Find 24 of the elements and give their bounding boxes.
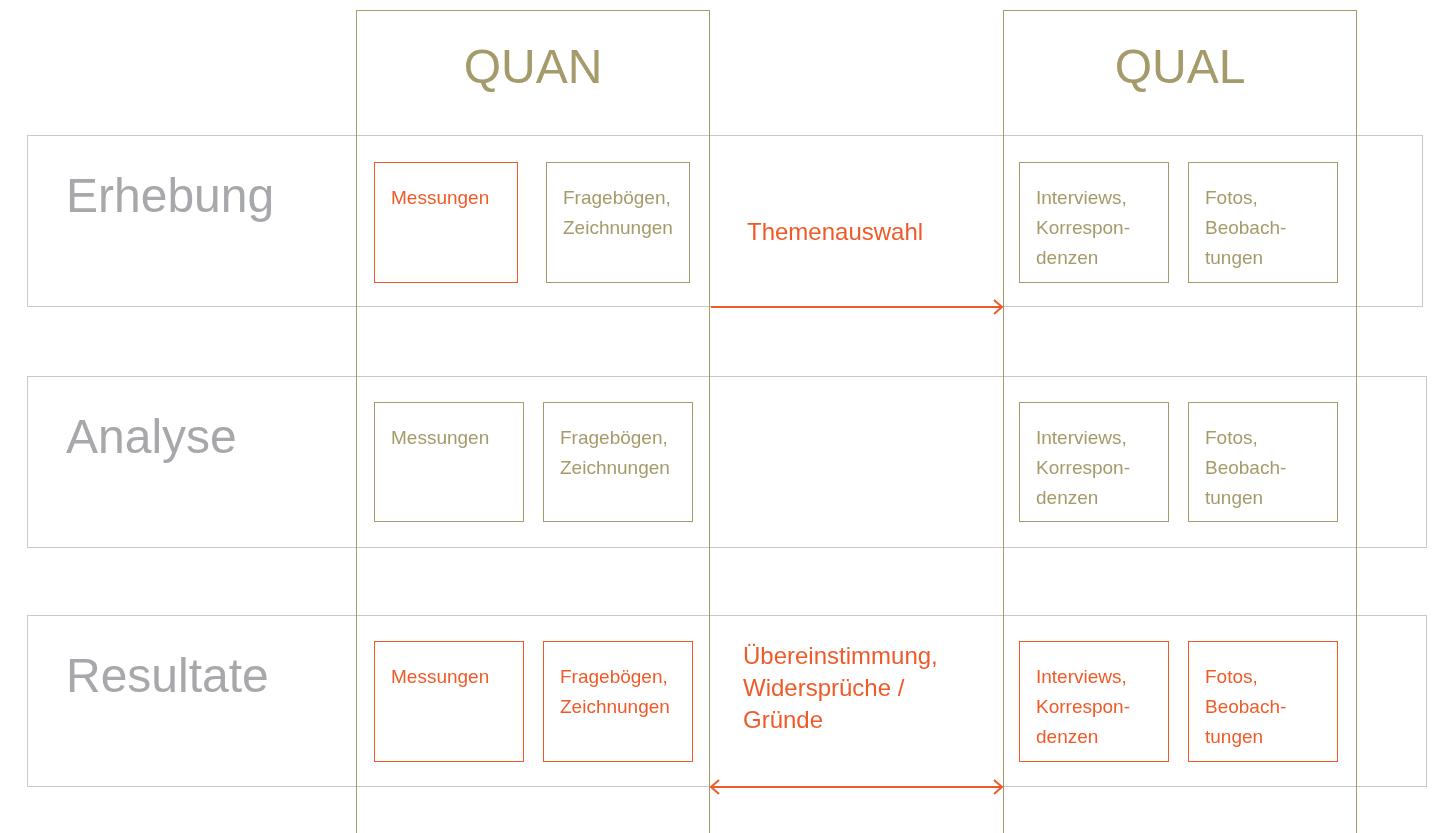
- row-band: [27, 615, 1427, 787]
- row-heading: Resultate: [66, 648, 269, 703]
- highlighted-category-box: Interviews, Korrespon- denzen: [1019, 641, 1169, 762]
- highlighted-category-box: Fragebögen, Zeichnungen: [543, 641, 693, 762]
- row-heading: Analyse: [66, 409, 237, 464]
- highlighted-category-box: Fotos, Beobach- tungen: [1188, 641, 1338, 762]
- highlighted-category-box: Messungen: [374, 641, 524, 762]
- category-box: Fragebögen, Zeichnungen: [546, 162, 690, 283]
- category-box: Messungen: [374, 402, 524, 522]
- column-frame: [1003, 10, 1357, 833]
- row-band: [27, 376, 1427, 548]
- row-band: [27, 135, 1423, 307]
- column-frame: [356, 10, 710, 833]
- category-box: Fotos, Beobach- tungen: [1188, 402, 1338, 522]
- double-arrow: [710, 779, 1003, 795]
- category-box: Interviews, Korrespon- denzen: [1019, 402, 1169, 522]
- row-heading: Erhebung: [66, 168, 275, 223]
- highlighted-category-box: Messungen: [374, 162, 518, 283]
- arrow: [710, 299, 1003, 315]
- column-heading: QUAN: [462, 39, 604, 94]
- category-box: Fragebögen, Zeichnungen: [543, 402, 693, 522]
- column-heading: QUAL: [1113, 39, 1247, 94]
- category-box: Fotos, Beobach- tungen: [1188, 162, 1338, 283]
- category-box: Interviews, Korrespon- denzen: [1019, 162, 1169, 283]
